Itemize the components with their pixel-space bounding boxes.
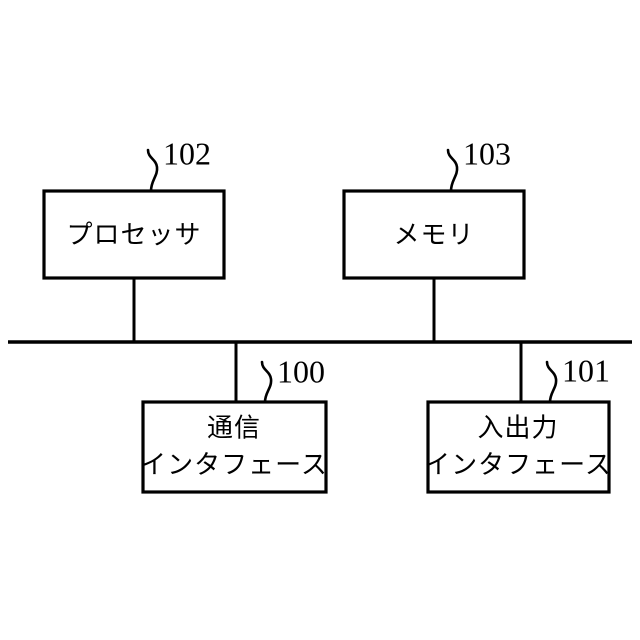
block-memory[interactable]: メモリ	[342, 189, 526, 280]
ref-label-101: 101	[562, 352, 610, 388]
block-io-interface-label-line2: インタフェース	[424, 451, 612, 481]
block-communication-interface-label-line1: 通信	[207, 414, 261, 444]
block-memory-label: メモリ	[393, 221, 474, 251]
leader-line-101	[545, 360, 558, 404]
block-processor-label: プロセッサ	[66, 221, 201, 251]
block-io-interface-label-line1: 入出力	[477, 414, 558, 444]
block-communication-interface-rect	[141, 400, 328, 494]
ref-label-100: 100	[277, 353, 325, 389]
block-communication-interface-label-line2: インタフェース	[140, 451, 328, 481]
block-processor-rect	[42, 189, 226, 280]
block-io-interface[interactable]: 入出力 インタフェース	[424, 400, 612, 494]
block-processor[interactable]: プロセッサ	[42, 189, 226, 280]
leader-line-103	[446, 148, 459, 193]
ref-label-103: 103	[463, 135, 511, 171]
block-communication-interface[interactable]: 通信 インタフェース	[140, 400, 328, 494]
leader-line-100	[260, 360, 273, 404]
leader-line-102	[146, 148, 159, 193]
block-memory-rect	[342, 189, 526, 280]
ref-label-102: 102	[163, 135, 211, 171]
block-io-interface-rect	[426, 400, 611, 494]
